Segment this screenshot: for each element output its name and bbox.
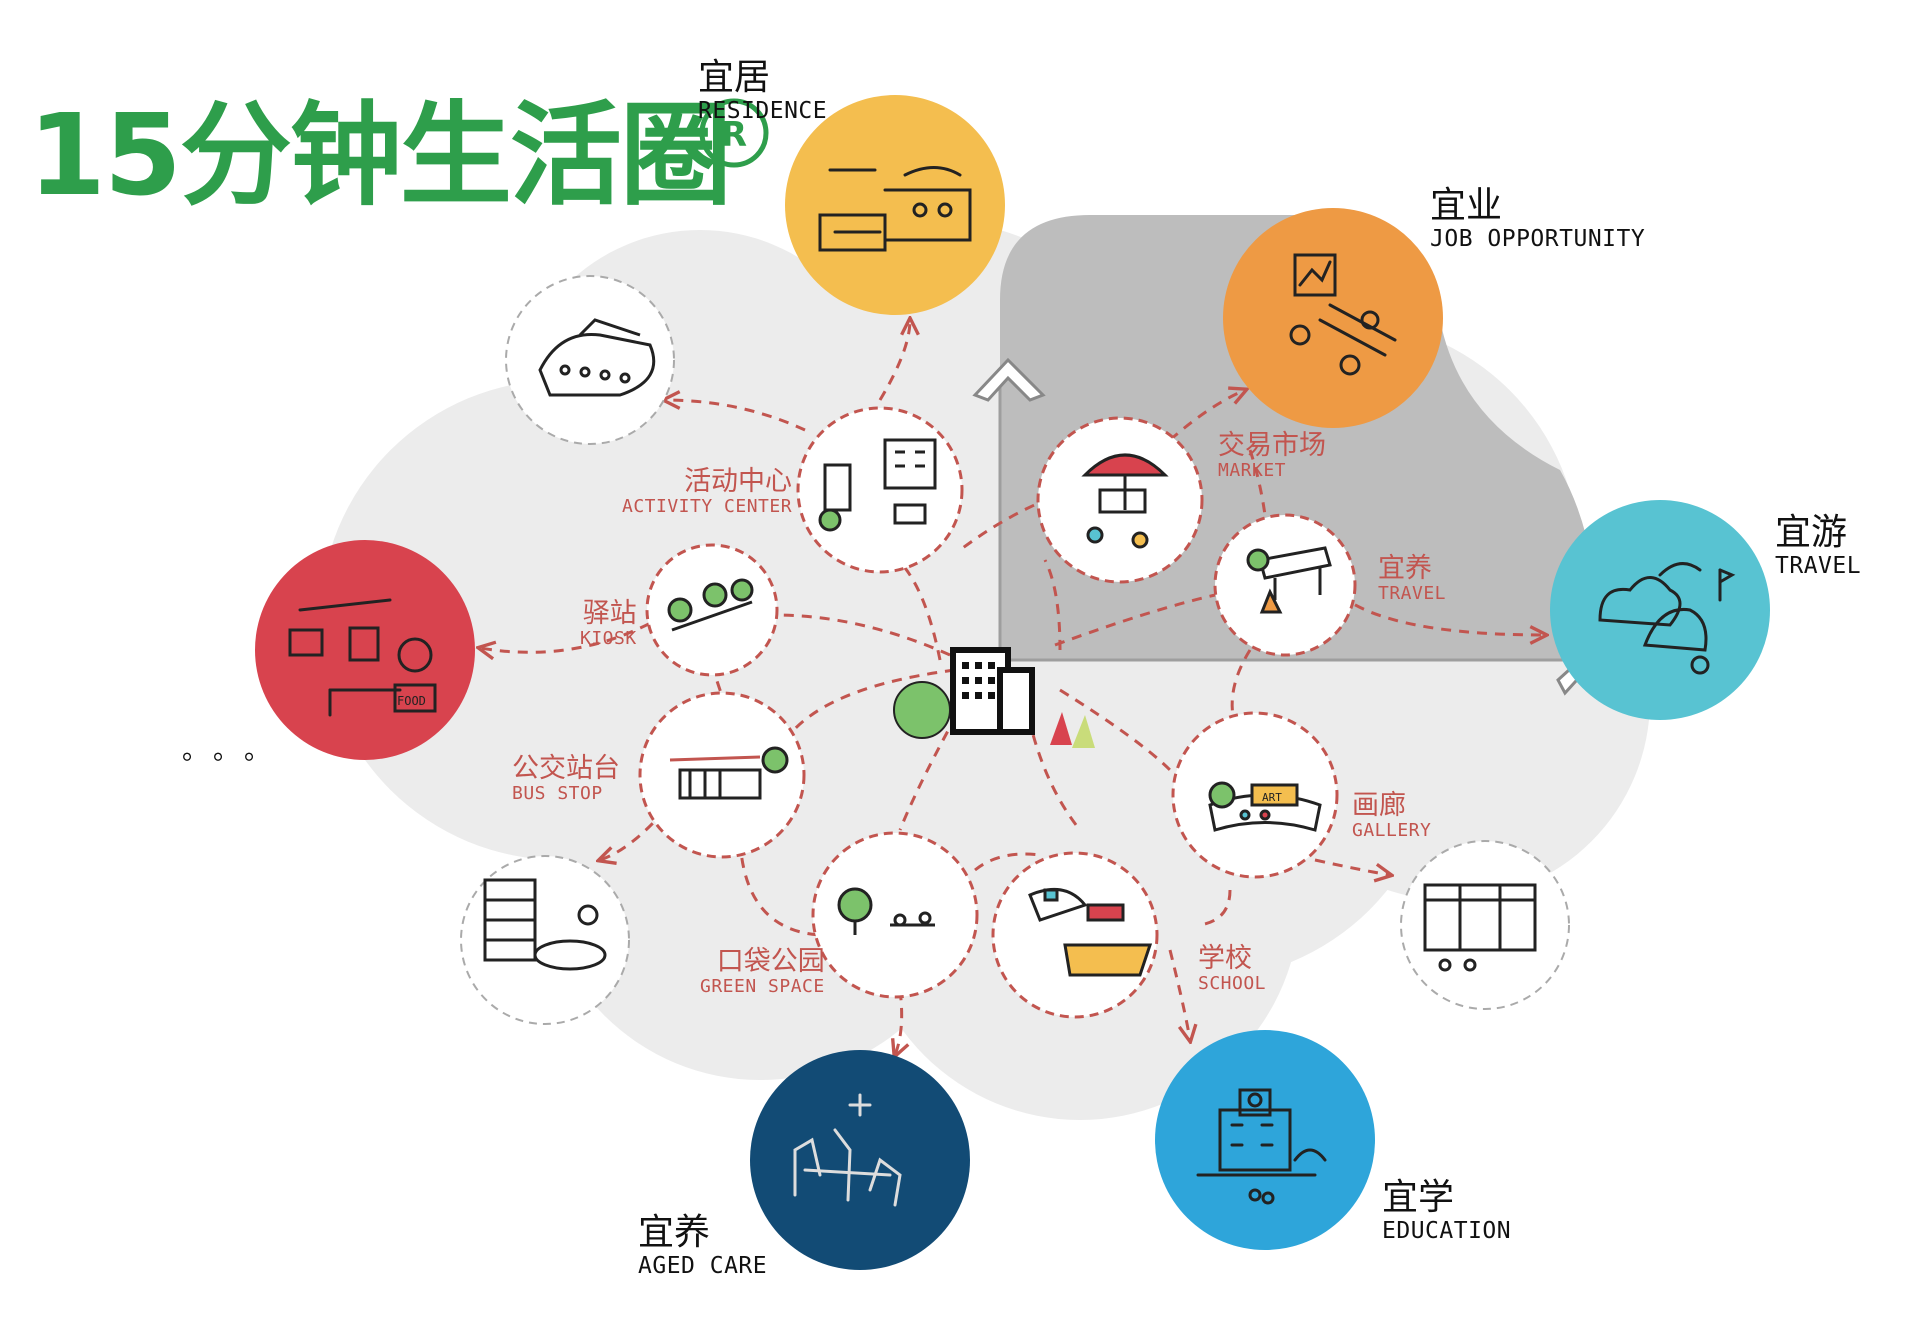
- office-desk-icon: [1289, 253, 1397, 376]
- food-stall-icon: [288, 598, 437, 717]
- label-kiosk: 驿站 KIOSK: [580, 598, 637, 649]
- label-travel: 宜游 TRAVEL: [1775, 512, 1862, 579]
- circle-residence: [785, 95, 1005, 315]
- classroom-icon: [1028, 887, 1153, 977]
- circle-education: [1155, 1030, 1375, 1250]
- park-trees-icon: [1598, 562, 1736, 675]
- art-gallery-icon: [1208, 781, 1322, 832]
- label-bus-stop: 公交站台 BUS STOP: [512, 753, 620, 804]
- cafe-storefront-icon: [1423, 883, 1537, 972]
- label-travel-node: 宜养 TRAVEL: [1378, 553, 1447, 604]
- label-gallery: 画廊 GALLERY: [1352, 790, 1432, 841]
- svg-text:FOOD: FOOD: [397, 694, 426, 708]
- logo-letter: R: [721, 115, 747, 155]
- node-kiosk: [645, 543, 779, 677]
- trees-path-icon: [667, 578, 754, 632]
- residence-logo: R: [699, 98, 769, 168]
- node-travel: [1213, 513, 1357, 657]
- svg-text:ART: ART: [1262, 791, 1282, 804]
- label-aged-care: 宜养 AGED CARE: [638, 1212, 768, 1279]
- label-job: 宜业 JOB OPPORTUNITY: [1430, 185, 1646, 252]
- market-stall-icon: [818, 166, 972, 252]
- outer-node-gathering: [505, 275, 675, 445]
- node-bus-stop: [638, 691, 806, 859]
- label-residence: 宜居 RESIDENCE: [698, 57, 828, 124]
- label-green-space: 口袋公园 GREEN SPACE: [700, 946, 825, 997]
- node-school: [991, 851, 1159, 1019]
- label-education: 宜学 EDUCATION: [1382, 1177, 1512, 1244]
- umbrella-stall-icon: [1081, 453, 1169, 549]
- center-home-icon: [893, 647, 1095, 748]
- bookshelf-icon: [483, 878, 607, 971]
- circle-aged-care: [750, 1050, 970, 1270]
- outer-node-cafe: [1400, 840, 1570, 1010]
- more-ellipsis: 。。。: [182, 736, 289, 766]
- school-building-icon: [1196, 1088, 1327, 1205]
- page-title: 15分钟生活圈: [28, 91, 732, 221]
- circle-job: [1223, 208, 1443, 428]
- label-school: 学校 SCHOOL: [1198, 943, 1267, 994]
- label-activity-center: 活动中心 ACTIVITY CENTER: [622, 466, 793, 517]
- node-market: [1036, 416, 1204, 584]
- outer-node-library: [460, 855, 630, 1025]
- node-gallery: ART: [1171, 711, 1339, 879]
- circle-travel: [1550, 500, 1770, 720]
- label-market: 交易市场 MARKET: [1218, 430, 1326, 481]
- clinic-icon: [793, 1093, 902, 1207]
- chevron-up-icon: [972, 357, 1046, 402]
- node-green-space: [811, 831, 979, 999]
- crowd-tent-icon: [538, 318, 656, 397]
- bus-icon: [669, 746, 789, 800]
- pocket-park-icon: [837, 887, 935, 935]
- node-activity-center: [796, 406, 964, 574]
- solar-shelter-icon: [1246, 546, 1332, 614]
- community-building-icon: [818, 438, 937, 532]
- circle-food: FOOD: [255, 540, 475, 760]
